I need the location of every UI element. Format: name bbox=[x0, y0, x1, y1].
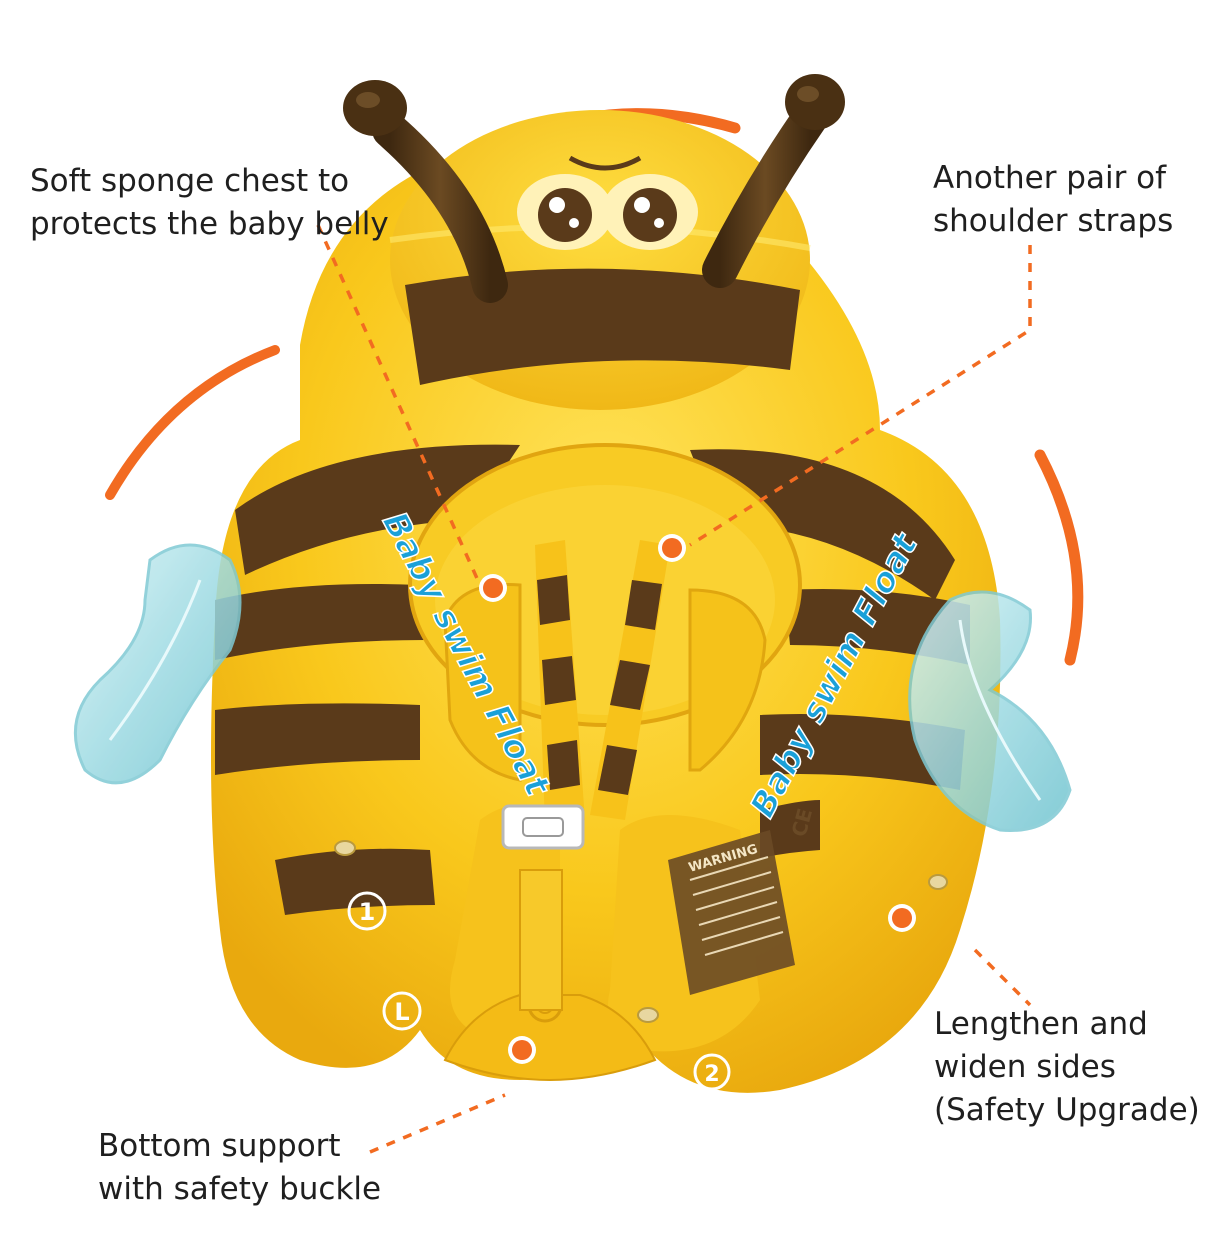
callout-chest: Soft sponge chest to protects the baby b… bbox=[30, 160, 389, 246]
valves bbox=[334, 840, 948, 1023]
callout-sides-line2: widen sides bbox=[934, 1049, 1116, 1085]
float-body bbox=[211, 110, 1001, 1093]
callout-bottom-line1: Bottom support bbox=[98, 1128, 341, 1164]
callout-sides-line3: (Safety Upgrade) bbox=[934, 1092, 1200, 1128]
warning-label bbox=[668, 830, 795, 995]
callout-straps-line2: shoulder straps bbox=[933, 203, 1174, 239]
bee-face bbox=[517, 155, 698, 250]
left-wing bbox=[73, 543, 242, 785]
shoulder-straps bbox=[501, 540, 670, 850]
leader-lines bbox=[316, 224, 1032, 1154]
chamber-2-label: 2 bbox=[704, 1062, 719, 1087]
callout-sides-line1: Lengthen and bbox=[934, 1006, 1148, 1042]
chamber-1-label: 1 bbox=[359, 898, 376, 926]
callout-chest-line2: protects the baby belly bbox=[30, 206, 389, 242]
chamber-L-label: L bbox=[394, 998, 409, 1026]
callout-straps: Another pair of shoulder straps bbox=[933, 157, 1173, 243]
callout-sides: Lengthen and widen sides (Safety Upgrade… bbox=[934, 1003, 1200, 1132]
callout-chest-line1: Soft sponge chest to bbox=[30, 163, 350, 199]
callout-bottom: Bottom support with safety buckle bbox=[98, 1125, 381, 1211]
chamber-markers bbox=[347, 891, 731, 1091]
right-wing bbox=[908, 590, 1072, 832]
callout-dots bbox=[479, 534, 916, 1064]
callout-straps-line1: Another pair of bbox=[933, 160, 1167, 196]
antennae bbox=[343, 74, 845, 303]
callout-bottom-line2: with safety buckle bbox=[98, 1171, 382, 1207]
